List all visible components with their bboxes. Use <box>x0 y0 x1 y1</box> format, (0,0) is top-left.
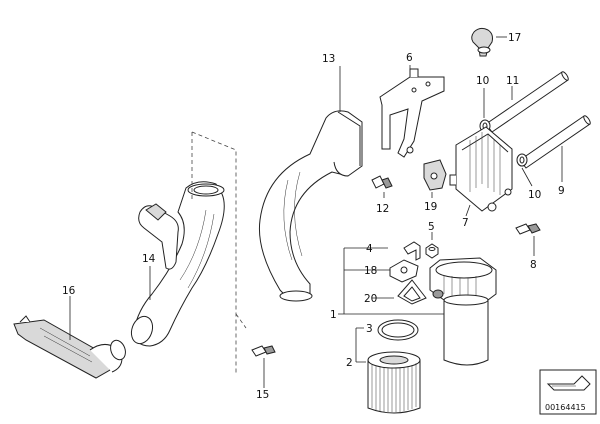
part-8-bolt[interactable] <box>515 223 541 235</box>
diagram-code-box: 00164415 <box>539 369 597 415</box>
label-4: 4 <box>366 243 373 255</box>
label-17: 17 <box>508 32 521 44</box>
part-15-bolt[interactable] <box>251 345 276 357</box>
label-6: 6 <box>406 52 413 64</box>
part-18-gasket[interactable] <box>389 259 419 283</box>
label-14: 14 <box>142 253 156 265</box>
part-20-warning-label[interactable] <box>397 279 427 305</box>
part-2-filter-element[interactable] <box>367 351 421 414</box>
part-6-bracket[interactable] <box>379 68 445 158</box>
label-2: 2 <box>346 357 353 369</box>
part-7-separator[interactable] <box>449 126 513 212</box>
dashed-outline-14 <box>191 131 247 374</box>
label-16: 16 <box>62 285 76 297</box>
label-1: 1 <box>330 309 337 321</box>
part-17-clip[interactable] <box>471 27 493 57</box>
group-bracket-1 <box>338 247 444 315</box>
leader-7 <box>465 204 471 217</box>
label-11: 11 <box>506 75 519 87</box>
label-5: 5 <box>428 221 435 233</box>
label-3: 3 <box>366 323 373 335</box>
label-13: 13 <box>322 53 335 65</box>
part-14-tube[interactable] <box>128 181 225 347</box>
part-5-nut[interactable] <box>425 243 439 259</box>
label-8: 8 <box>530 259 537 271</box>
part-16-bracket[interactable] <box>13 315 128 379</box>
part-4-clip[interactable] <box>403 241 421 261</box>
part-19-mount[interactable] <box>423 159 447 191</box>
group-bracket-2 <box>355 327 366 363</box>
label-19: 19 <box>424 201 437 213</box>
label-9: 9 <box>558 185 565 197</box>
label-10-bottom: 10 <box>528 189 541 201</box>
label-20: 20 <box>364 293 377 305</box>
part-13-duct[interactable] <box>258 110 363 302</box>
label-18: 18 <box>364 265 377 277</box>
label-15: 15 <box>256 389 269 401</box>
part-11-pipe[interactable] <box>485 71 569 133</box>
leader-10-bottom <box>521 167 533 187</box>
diagram-code: 00164415 <box>545 403 586 412</box>
part-3-oring[interactable] <box>377 319 419 341</box>
label-10-top: 10 <box>476 75 489 87</box>
label-7: 7 <box>462 217 469 229</box>
label-12: 12 <box>376 203 389 215</box>
part-9-pipe[interactable] <box>519 115 591 169</box>
part-10-clamp-bottom[interactable] <box>516 153 528 167</box>
part-12-bolt[interactable] <box>371 175 393 189</box>
part-1-filter-housing[interactable] <box>429 257 497 366</box>
